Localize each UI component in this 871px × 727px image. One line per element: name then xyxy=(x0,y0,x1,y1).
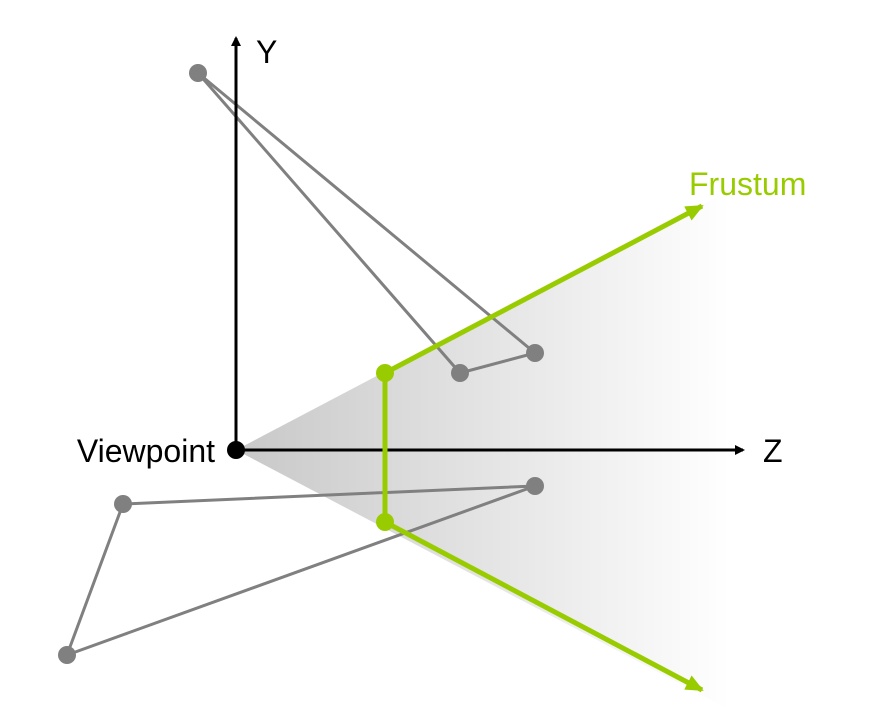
object-2 xyxy=(64,484,536,658)
z-axis-label: Z xyxy=(763,433,783,469)
near-plane-top-vertex xyxy=(376,364,394,382)
frustum xyxy=(382,203,704,693)
object-vertices xyxy=(58,64,544,664)
viewpoint-dot xyxy=(227,441,245,459)
near-plane-bottom-vertex xyxy=(376,513,394,531)
object-1 xyxy=(196,71,539,375)
viewpoint-label: Viewpoint xyxy=(77,433,215,469)
frustum-label: Frustum xyxy=(689,166,806,202)
y-axis-label: Y xyxy=(256,34,277,70)
